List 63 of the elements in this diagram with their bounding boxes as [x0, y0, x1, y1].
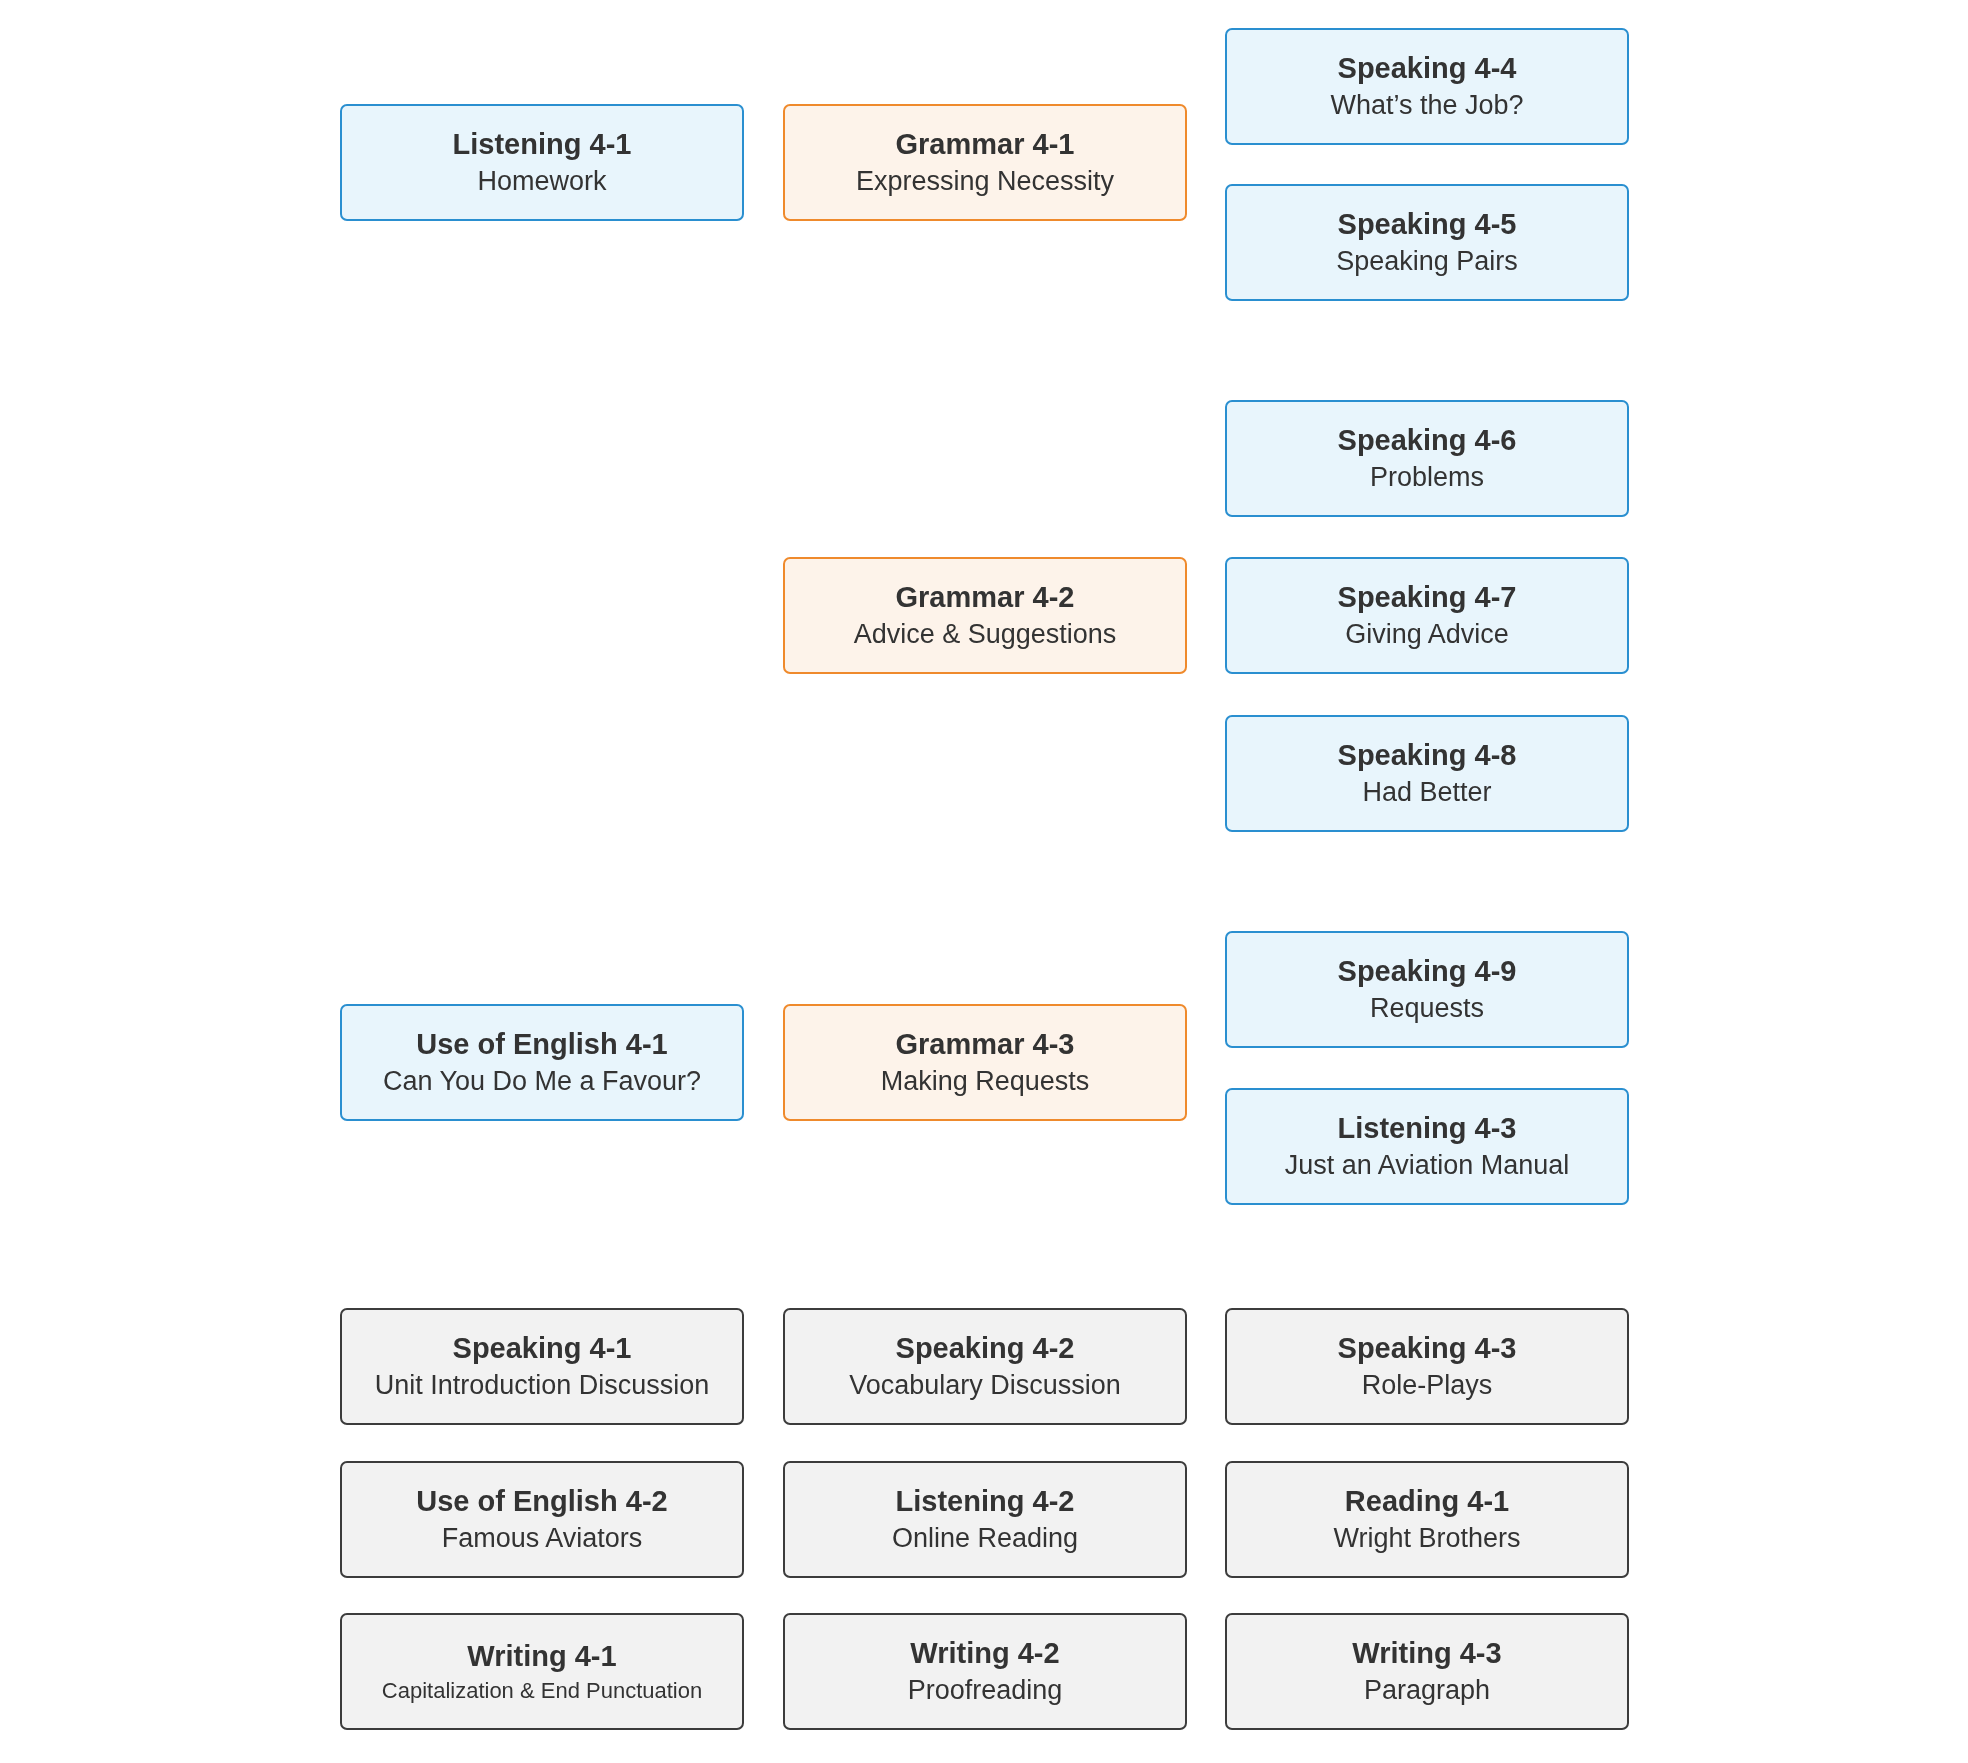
lesson-box: [340, 1613, 744, 1730]
lesson-title: Speaking 4-5: [1337, 208, 1517, 242]
lesson-topic: Expressing Necessity: [855, 165, 1115, 197]
lesson-title: Speaking 4-9: [1337, 955, 1517, 989]
lesson-topic: Online Reading: [891, 1522, 1079, 1554]
lesson-box: [1225, 1088, 1629, 1205]
lesson-box: [1225, 715, 1629, 832]
lesson-title: Grammar 4-1: [895, 128, 1075, 162]
lesson-box: [1225, 28, 1629, 145]
lesson-title: Use of English 4-1: [416, 1028, 668, 1062]
lesson-topic: What’s the Job?: [1330, 89, 1524, 121]
lesson-topic: Unit Introduction Discussion: [374, 1369, 710, 1401]
lesson-box: [1225, 1308, 1629, 1425]
lesson-topic: Giving Advice: [1345, 618, 1509, 650]
lesson-box: [1225, 557, 1629, 674]
lesson-topic: Problems: [1369, 461, 1484, 493]
lesson-box: [340, 1004, 744, 1121]
lesson-title: Reading 4-1: [1344, 1485, 1510, 1519]
lesson-topic: Requests: [1369, 992, 1485, 1024]
lesson-title: Speaking 4-4: [1337, 52, 1517, 86]
lesson-title: Writing 4-1: [467, 1640, 617, 1674]
lesson-title: Writing 4-2: [910, 1637, 1060, 1671]
lesson-topic: Role-Plays: [1361, 1369, 1493, 1401]
lesson-topic: Famous Aviators: [441, 1522, 643, 1554]
lesson-title: Listening 4-1: [452, 128, 632, 162]
lesson-box: [783, 557, 1187, 674]
lesson-box: [340, 1461, 744, 1578]
lesson-title: Use of English 4-2: [416, 1485, 668, 1519]
lesson-topic: Had Better: [1362, 776, 1492, 808]
lesson-topic: Capitalization & End Punctuation: [381, 1677, 703, 1703]
lesson-topic: Making Requests: [880, 1065, 1090, 1097]
lesson-topic: Advice & Suggestions: [853, 618, 1117, 650]
lesson-title: Listening 4-3: [1337, 1112, 1517, 1146]
lesson-title: Speaking 4-8: [1337, 739, 1517, 773]
lesson-title: Speaking 4-1: [452, 1332, 632, 1366]
lesson-topic: Proofreading: [907, 1674, 1063, 1706]
lesson-title: Listening 4-2: [895, 1485, 1075, 1519]
lesson-topic: Can You Do Me a Favour?: [382, 1065, 702, 1097]
lesson-title: Speaking 4-3: [1337, 1332, 1517, 1366]
lesson-box: [783, 1308, 1187, 1425]
lesson-topic: Homework: [477, 165, 607, 197]
lesson-topic: Paragraph: [1363, 1674, 1491, 1706]
lesson-topic: Vocabulary Discussion: [849, 1369, 1121, 1401]
lesson-title: Speaking 4-2: [895, 1332, 1075, 1366]
lesson-box: [1225, 184, 1629, 301]
lesson-box: [783, 1461, 1187, 1578]
lesson-title: Grammar 4-3: [895, 1028, 1075, 1062]
lesson-box: [1225, 1461, 1629, 1578]
lesson-title: Speaking 4-6: [1337, 424, 1517, 458]
lesson-box: [340, 104, 744, 221]
lesson-topic: Speaking Pairs: [1336, 245, 1518, 277]
lesson-topic: Wright Brothers: [1333, 1522, 1521, 1554]
lesson-box: [1225, 400, 1629, 517]
lesson-topic: Just an Aviation Manual: [1284, 1149, 1570, 1181]
lesson-box: [340, 1308, 744, 1425]
lesson-title: Speaking 4-7: [1337, 581, 1517, 615]
lesson-title: Writing 4-3: [1352, 1637, 1502, 1671]
lesson-box: [783, 1613, 1187, 1730]
lesson-box: [783, 104, 1187, 221]
lesson-box: [1225, 931, 1629, 1048]
lesson-box: [783, 1004, 1187, 1121]
lesson-title: Grammar 4-2: [895, 581, 1075, 615]
lesson-box: [1225, 1613, 1629, 1730]
